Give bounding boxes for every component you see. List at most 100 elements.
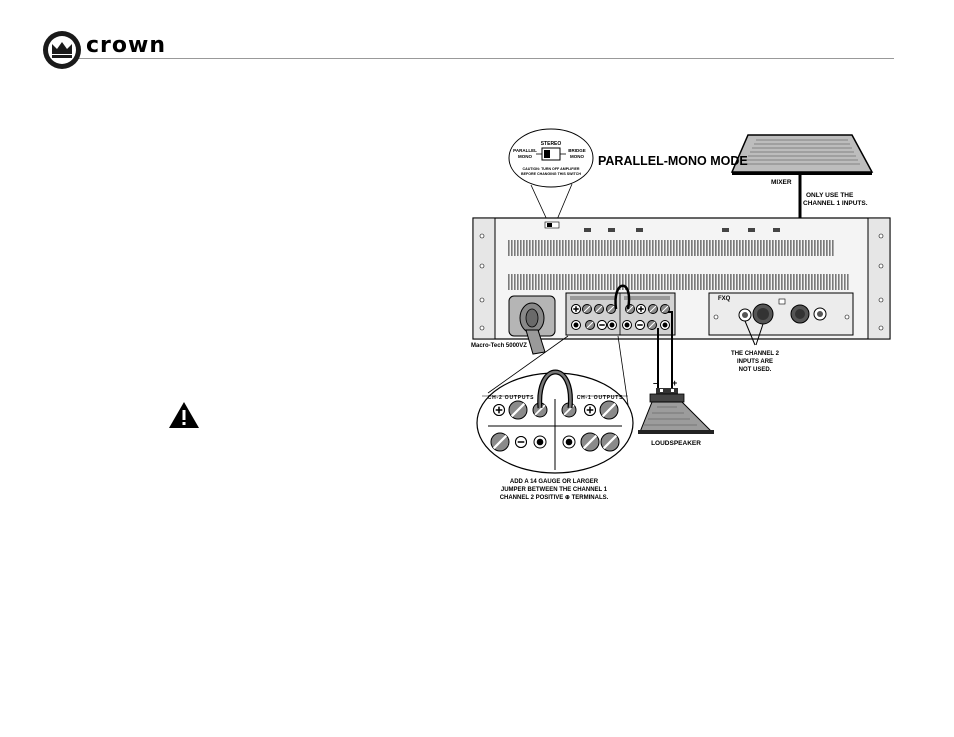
vent-slot xyxy=(703,274,705,290)
vent-slot xyxy=(778,240,780,256)
vent-slot xyxy=(826,274,828,290)
vent-slot xyxy=(541,240,543,256)
crown-logo-icon[interactable] xyxy=(42,30,82,70)
vent-slot xyxy=(658,274,660,290)
switch-callout xyxy=(508,128,594,223)
vent-slot xyxy=(535,240,537,256)
vent-slot xyxy=(679,274,681,290)
terminal-post xyxy=(571,304,581,314)
terminal-post xyxy=(585,320,595,330)
vent-slot xyxy=(628,274,630,290)
vent-slot xyxy=(781,274,783,290)
terminal-post xyxy=(607,320,617,330)
vent-slot xyxy=(592,274,594,290)
vent-slot xyxy=(691,274,693,290)
mixer-note-line-1: ONLY USE THE xyxy=(806,192,854,199)
vent-slot xyxy=(721,274,723,290)
vent-slot xyxy=(697,274,699,290)
warning-triangle-icon xyxy=(169,402,199,428)
vent-slot xyxy=(715,274,717,290)
vent-slot xyxy=(583,240,585,256)
vent-slot xyxy=(607,240,609,256)
output-terminal-block xyxy=(565,292,676,336)
vent-slot xyxy=(511,240,513,256)
brand-wordmark[interactable]: crown xyxy=(86,33,166,58)
vent-slot xyxy=(547,274,549,290)
vent-slot xyxy=(526,274,528,290)
vent-slot xyxy=(790,274,792,290)
terminal-post xyxy=(508,400,528,420)
terminal-post xyxy=(635,320,645,330)
vent-slot xyxy=(841,274,843,290)
mixer-note-line-2: CHANNEL 1 INPUTS. xyxy=(803,200,868,207)
vent-slot xyxy=(664,240,666,256)
vent-slot xyxy=(532,274,534,290)
vent-slot xyxy=(757,240,759,256)
vent-slot xyxy=(769,240,771,256)
vent-slot xyxy=(622,274,624,290)
vent-slot xyxy=(733,274,735,290)
ch2-note-line-1: THE CHANNEL 2 xyxy=(731,351,780,357)
vent-slot xyxy=(550,274,552,290)
vent-slot xyxy=(595,240,597,256)
switch-parallel-label: PARALLEL xyxy=(513,148,537,153)
vent-slot xyxy=(640,240,642,256)
vent-slot xyxy=(829,240,831,256)
vent-slot xyxy=(748,240,750,256)
vent-slot xyxy=(592,240,594,256)
vent-slot xyxy=(523,274,525,290)
vent-slot xyxy=(712,274,714,290)
speaker-label: LOUDSPEAKER xyxy=(651,440,701,447)
speaker-minus-sign: – xyxy=(653,378,658,388)
vent-slot xyxy=(844,274,846,290)
vent-slot xyxy=(718,240,720,256)
vent-slot xyxy=(787,240,789,256)
terminal-post xyxy=(490,432,510,452)
vent-slot xyxy=(544,240,546,256)
vent-slot xyxy=(517,274,519,290)
vent-slot xyxy=(565,240,567,256)
speaker-wire-positive xyxy=(668,311,673,390)
vent-slot xyxy=(748,274,750,290)
vent-slot xyxy=(655,240,657,256)
vent-slot xyxy=(709,240,711,256)
vent-slot xyxy=(685,240,687,256)
vent-slot xyxy=(616,240,618,256)
vent-slot xyxy=(508,274,510,290)
vent-slot xyxy=(778,274,780,290)
terminal-post xyxy=(584,404,596,416)
vent-slot xyxy=(682,274,684,290)
vent-slot xyxy=(832,240,834,256)
vent-slot xyxy=(637,240,639,256)
vent-slot xyxy=(601,240,603,256)
vent-slot xyxy=(643,274,645,290)
vent-slot xyxy=(817,274,819,290)
vent-slot xyxy=(799,274,801,290)
vent-slot xyxy=(565,274,567,290)
vent-slot xyxy=(682,240,684,256)
vent-slot xyxy=(679,240,681,256)
terminal-post xyxy=(622,320,632,330)
vent-slot xyxy=(586,240,588,256)
vent-slot xyxy=(745,274,747,290)
vent-slot xyxy=(766,274,768,290)
vent-slot xyxy=(829,274,831,290)
vent-slot xyxy=(553,274,555,290)
terminal-post xyxy=(597,320,607,330)
vent-slot xyxy=(652,240,654,256)
vent-slot xyxy=(571,240,573,256)
vent-slot xyxy=(547,240,549,256)
panel-jumper-wire xyxy=(614,284,631,310)
vent-slot xyxy=(763,240,765,256)
vent-slot xyxy=(520,274,522,290)
vent-slot xyxy=(826,240,828,256)
vent-slot xyxy=(811,240,813,256)
vent-slot xyxy=(787,274,789,290)
vent-slot xyxy=(514,274,516,290)
vent-slot xyxy=(709,274,711,290)
vent-slot xyxy=(673,240,675,256)
vent-slot xyxy=(508,240,510,256)
vent-slot xyxy=(511,274,513,290)
vent-slot xyxy=(838,274,840,290)
